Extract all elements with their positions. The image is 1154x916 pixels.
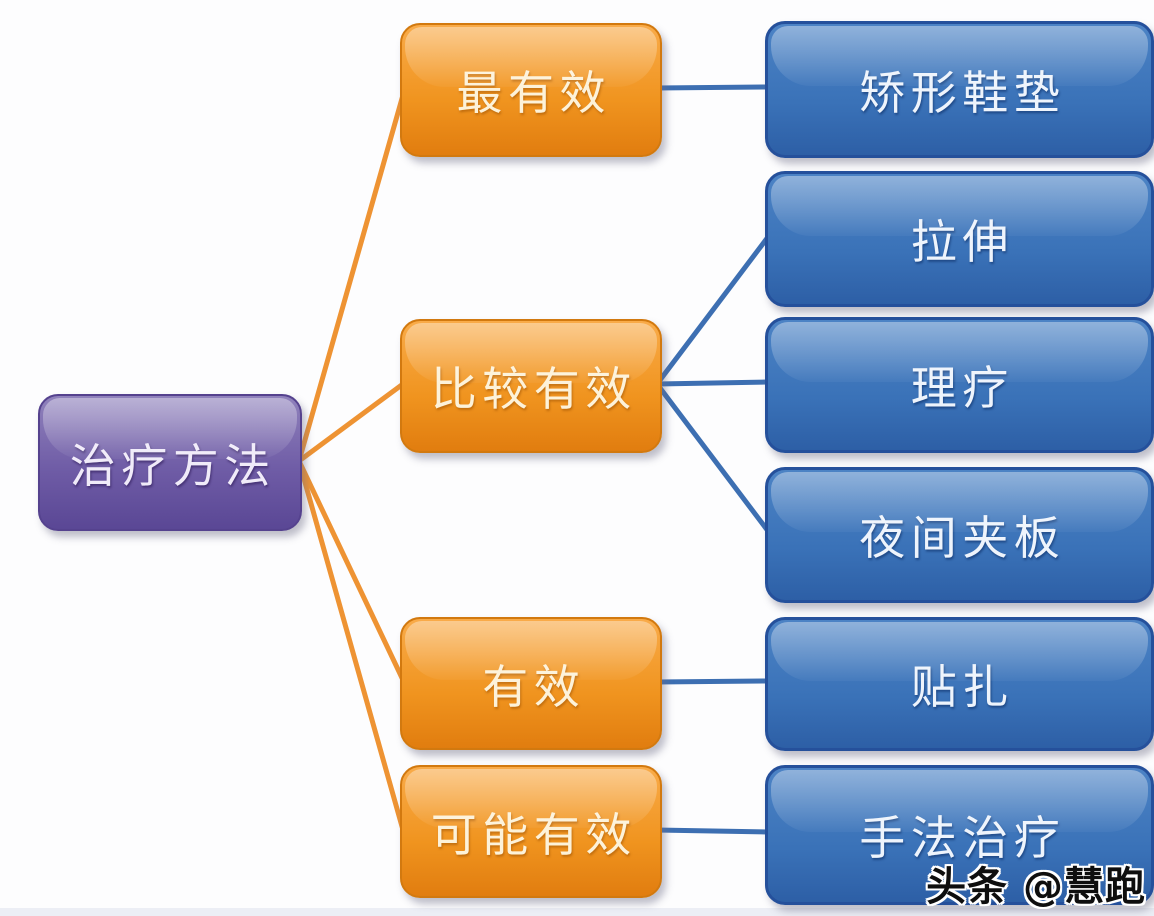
node-treatment-methods: 治疗方法 bbox=[38, 394, 302, 531]
node-fairly-effective-label: 比较有效 bbox=[430, 362, 637, 416]
node-physiotherapy-label: 理疗 bbox=[910, 361, 1014, 415]
watermark-toutiao-huipao: 头条 @慧跑 bbox=[926, 864, 1146, 910]
node-taping-label: 贴扎 bbox=[910, 660, 1014, 714]
node-stretching: 拉伸 bbox=[765, 171, 1154, 307]
edge-fairly-effective-to-night-splint bbox=[654, 381, 771, 534]
edge-root-to-effective bbox=[296, 458, 406, 683]
node-manual-therapy-label: 手法治疗 bbox=[859, 811, 1066, 865]
node-possibly-effective-label: 可能有效 bbox=[430, 807, 637, 862]
node-night-splint-label: 夜间夹板 bbox=[859, 511, 1066, 565]
node-possibly-effective: 可能有效 bbox=[400, 765, 662, 898]
edge-effective-to-taping bbox=[653, 678, 771, 685]
node-most-effective: 最有效 bbox=[400, 23, 662, 157]
node-effective-label: 有效 bbox=[482, 659, 586, 714]
edge-fairly-effective-to-physiotherapy bbox=[654, 379, 771, 387]
edge-root-to-most-effective bbox=[296, 92, 406, 464]
node-taping: 贴扎 bbox=[765, 617, 1154, 751]
node-manual-therapy: 手法治疗 bbox=[765, 765, 1154, 905]
edge-most-effective-to-orthotic-insoles bbox=[653, 84, 771, 91]
node-physiotherapy: 理疗 bbox=[765, 317, 1154, 453]
edge-root-to-fairly-effective bbox=[296, 381, 406, 464]
edge-fairly-effective-to-stretching bbox=[654, 234, 771, 387]
node-stretching-label: 拉伸 bbox=[910, 215, 1014, 269]
edge-possibly-effective-to-manual-therapy bbox=[653, 827, 771, 835]
node-fairly-effective: 比较有效 bbox=[400, 319, 662, 453]
node-most-effective-label: 最有效 bbox=[456, 66, 612, 120]
node-effective: 有效 bbox=[400, 617, 662, 750]
bottom-border bbox=[0, 908, 1154, 916]
node-night-splint: 夜间夹板 bbox=[765, 467, 1154, 603]
edge-root-to-possibly-effective bbox=[296, 458, 406, 833]
node-orthotic-insoles: 矫形鞋垫 bbox=[765, 21, 1154, 158]
node-orthotic-insoles-label: 矫形鞋垫 bbox=[859, 65, 1066, 120]
node-treatment-methods-label: 治疗方法 bbox=[69, 438, 276, 493]
